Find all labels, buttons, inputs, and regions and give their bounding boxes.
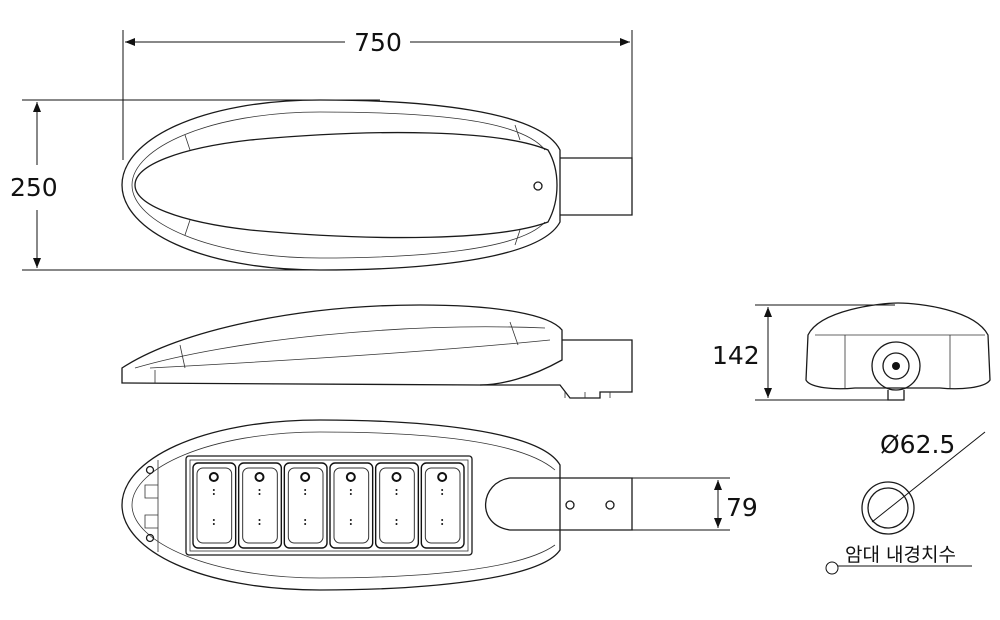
led-module xyxy=(374,462,420,549)
led-module xyxy=(283,462,328,549)
length-dimension-label: 750 xyxy=(354,28,402,57)
bottom-view: 79 xyxy=(121,419,758,591)
height-dimension-label: 142 xyxy=(712,341,760,370)
pipe-detail: Ø62.5 암대 내경치수 xyxy=(825,430,986,575)
width-dimension-label: 250 xyxy=(10,173,58,202)
diameter-label: Ø62.5 xyxy=(880,430,955,459)
led-module xyxy=(329,462,374,549)
mounting-arm xyxy=(485,477,633,531)
led-module xyxy=(237,462,283,549)
bottom-housing xyxy=(121,419,561,591)
top-view: 750 250 xyxy=(10,28,633,271)
side-view xyxy=(121,304,633,399)
pipe-note-label: 암대 내경치수 xyxy=(845,544,956,566)
led-module xyxy=(192,462,237,549)
side-housing xyxy=(121,304,563,386)
front-view: 142 xyxy=(712,302,991,401)
led-module xyxy=(420,462,465,549)
led-module-array xyxy=(192,462,465,549)
housing-outline xyxy=(121,99,561,271)
arm-width-dimension-label: 79 xyxy=(726,493,758,522)
